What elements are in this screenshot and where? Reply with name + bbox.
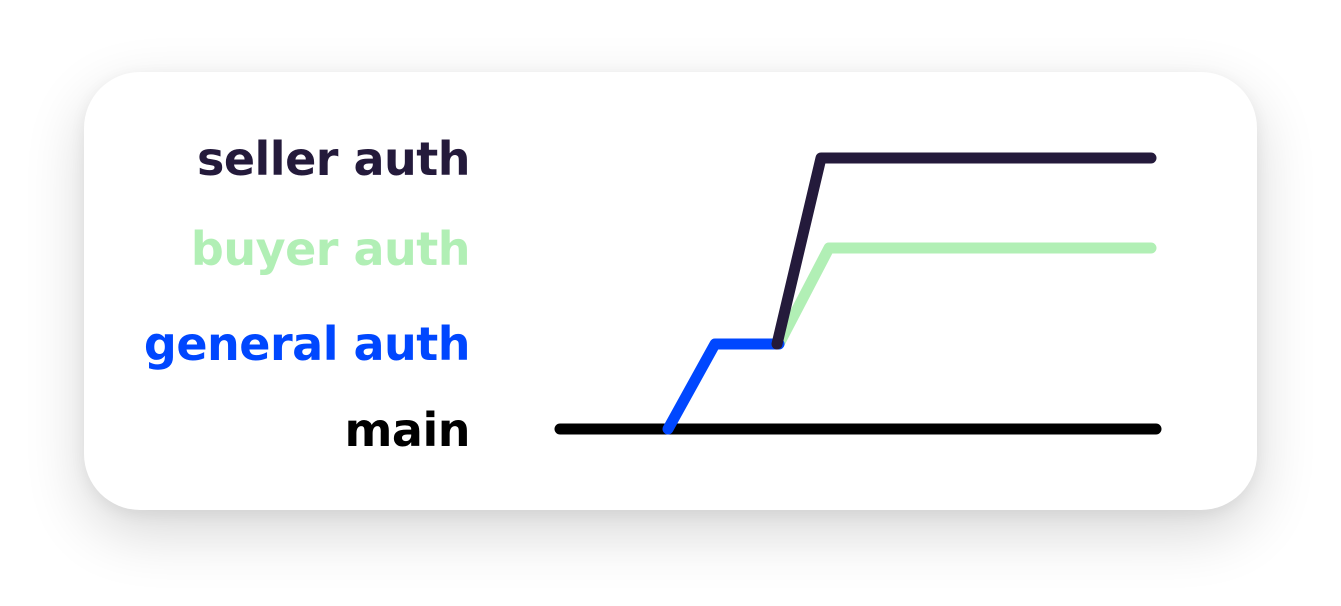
general-branch-line [662,338,785,435]
seller-auth-label: seller auth [196,132,471,186]
buyer-auth-label: buyer auth [190,222,471,276]
general-auth-label: general auth [143,317,471,371]
diagram-card [84,72,1257,510]
branch-labels: seller auth buyer auth general auth main [84,0,471,606]
buyer-branch-line [773,242,1157,350]
seller-branch-line [771,152,1157,350]
main-label: main [344,403,471,457]
